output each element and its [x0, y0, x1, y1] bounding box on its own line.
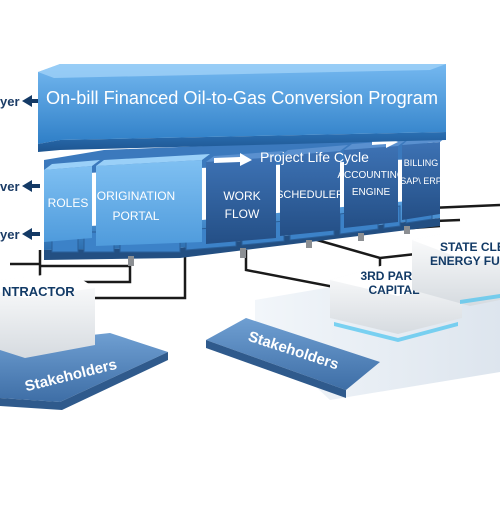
accounting-label-line1: ACCOUNTING — [337, 170, 404, 181]
origination-label-line2: PORTAL — [113, 209, 160, 223]
program-title: On-bill Financed Oil-to-Gas Conversion P… — [46, 88, 438, 108]
arrow-left-icon — [22, 228, 40, 240]
work-flow-label-line1: WORK — [223, 189, 260, 203]
work-flow-label-line2: FLOW — [225, 207, 260, 221]
arrow-left-icon — [22, 95, 40, 107]
life-cycle-label: Project Life Cycle — [260, 149, 369, 165]
module-scheduler: SCHEDULER — [276, 145, 348, 236]
module-origination-portal: ORIGINATION PORTAL — [96, 154, 210, 246]
arrow-right-icon — [214, 153, 252, 166]
state-clean-energy-fund-line1: STATE CLEA — [440, 240, 500, 254]
state-clean-energy-fund-box: STATE CLEA ENERGY FUN — [412, 228, 500, 306]
contractor-label: NTRACTOR — [2, 284, 75, 299]
layer-label-bottom-text: yer — [0, 227, 20, 242]
layer-label-middle-text: ver — [0, 179, 20, 194]
billing-label-line2: SAP\ ERP — [400, 176, 442, 186]
project-life-cycle: Project Life Cycle — [214, 136, 398, 166]
module-billing-sap-erp: BILLING SAP\ ERP — [400, 137, 446, 220]
stakeholder-plate-right: Stakeholders — [206, 318, 380, 398]
third-party-capital-line2: CAPITAL — [368, 283, 419, 297]
accounting-label-line2: ENGINE — [352, 187, 391, 198]
roles-label: ROLES — [48, 196, 89, 210]
contractor-box: NTRACTOR — [0, 272, 95, 358]
scheduler-label: SCHEDULER — [276, 189, 344, 201]
third-party-capital-line1: 3RD PARTY — [360, 269, 427, 283]
layer-label-bottom: yer — [0, 227, 40, 242]
layer-label-top-text: yer — [0, 94, 20, 109]
origination-label-line1: ORIGINATION — [97, 189, 175, 203]
program-bar: On-bill Financed Oil-to-Gas Conversion P… — [38, 64, 446, 152]
layer-label-top: yer — [0, 94, 40, 109]
module-roles: ROLES — [44, 160, 100, 242]
layer-label-middle: ver — [0, 179, 40, 194]
arrow-left-icon — [22, 180, 40, 192]
billing-label-line1: BILLING — [404, 158, 439, 168]
state-clean-energy-fund-line2: ENERGY FUN — [430, 254, 500, 268]
